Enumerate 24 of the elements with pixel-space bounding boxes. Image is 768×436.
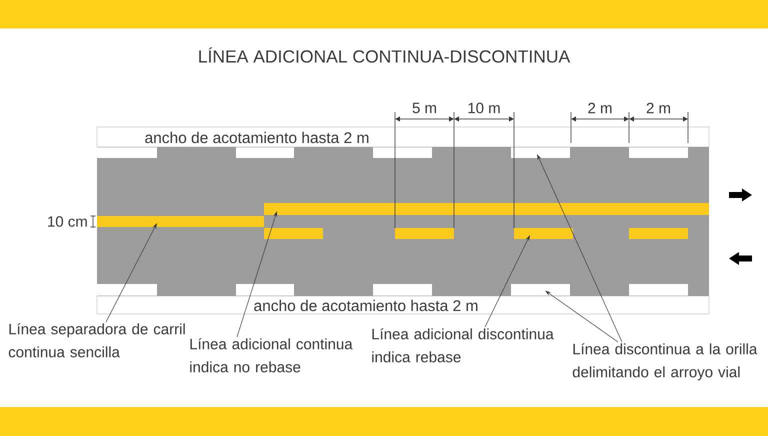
shoulder-dash: [236, 147, 294, 158]
leader-line: [545, 290, 618, 342]
shoulder-label: ancho de acotamiento hasta 2 m: [254, 300, 478, 312]
dimension-label: 2 m: [588, 102, 612, 114]
shoulder-label: ancho de acotamiento hasta 2 m: [145, 132, 368, 144]
callout-text: Línea discontinua a la orilla delimitando el arroyo vial: [572, 343, 758, 380]
dimension-label: 10 m: [468, 102, 500, 114]
lane-dash: [629, 228, 688, 239]
lane-dash: [514, 228, 573, 239]
dimension-label: 5 m: [412, 102, 436, 114]
shoulder-dash: [97, 284, 157, 296]
callout-text: Línea adicional discontinua indica rebase: [372, 328, 554, 362]
shoulder-dash: [629, 147, 688, 158]
shoulder-dash: [629, 284, 688, 296]
dimension-label: 2 m: [646, 102, 670, 114]
shoulder-dash: [236, 284, 294, 296]
shoulder-dash: [97, 147, 157, 158]
lane-dash: [395, 228, 454, 239]
shoulder-dash: [373, 284, 432, 296]
callout-text: Línea adicional continua indica no rebase: [190, 338, 353, 372]
callout-text: Línea separadora de carril continua sencilla: [8, 323, 185, 358]
lane-dash: [264, 228, 323, 239]
title: LÍNEA ADICIONAL CONTINUA-DISCONTINUA: [199, 47, 570, 63]
shoulder-dash: [511, 284, 570, 296]
